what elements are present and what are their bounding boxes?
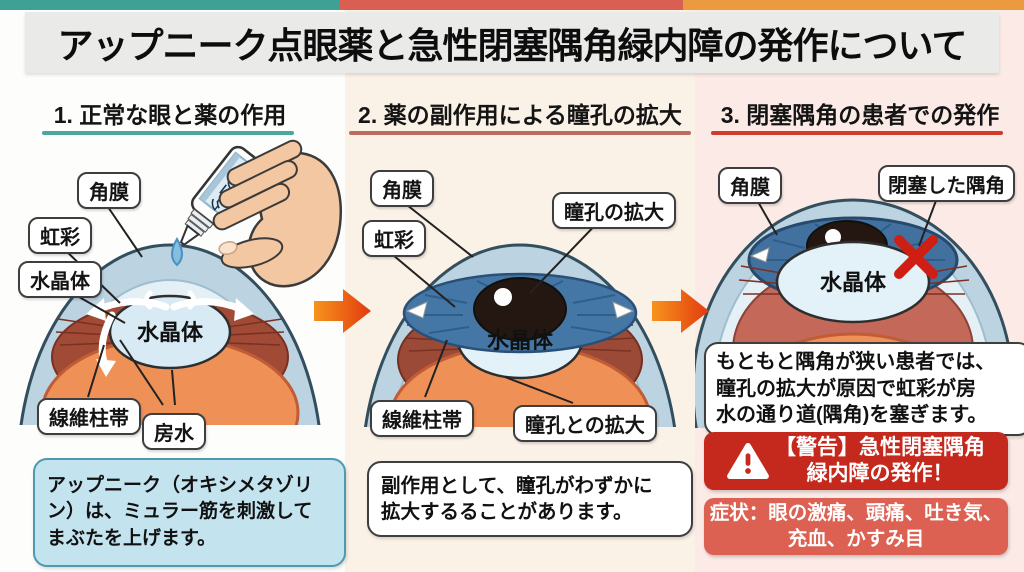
label-cornea-1: 角膜 — [77, 172, 141, 209]
leader-lines — [756, 197, 938, 247]
label-cornea-3-text: 角膜 — [730, 177, 770, 199]
page-title: アップニーク点眼薬と急性閉塞隅角緑内障の発作について — [57, 24, 968, 66]
pupil-highlight — [825, 229, 841, 245]
eye-drop-icon — [171, 237, 183, 267]
x-mark-icon — [894, 235, 938, 279]
warning-text: 【警告】急性閉塞隅角 緑内障の発作！ — [775, 435, 985, 486]
label-aqueous-1-text: 房水 — [154, 423, 194, 445]
note-3-line-1: もともと隅角が狭い患者では、 — [716, 351, 996, 374]
note-3-line-3: 水の通り道(隅角)を塞ぎます。 — [716, 404, 988, 427]
warning-line-2: 緑内障の発作！ — [806, 462, 954, 485]
panel-3-heading: 3. 閉塞隅角の患者での発作 — [720, 102, 1000, 128]
symptoms-box: 症状：眼の激痛、頭痛、吐き気、 充血、かすみ目 — [704, 498, 1008, 555]
symptoms-line-2: 充血、かすみ目 — [787, 527, 925, 550]
flow-arrowheads — [86, 298, 254, 377]
label-cornea-2: 角膜 — [370, 170, 434, 207]
eye-diagram-normal: 水晶体 アップニーク — [19, 139, 342, 425]
label-pupil-dilation-lower-2: 瞳孔との拡大 — [513, 405, 657, 442]
panel-2-heading: 2. 薬の副作用による瞳孔の拡大 — [358, 102, 682, 128]
label-aqueous-1: 房水 — [142, 413, 206, 450]
label-closed-angle-3-text: 閉塞した隅角 — [888, 175, 1006, 197]
label-cornea-3: 角膜 — [718, 167, 782, 204]
label-pupil-dilation-2: 瞳孔の拡大 — [552, 192, 676, 229]
label-pupil-dilation-lower-2-text: 瞳孔との拡大 — [525, 415, 645, 437]
label-trabecular-1: 線維柱帯 — [37, 398, 141, 435]
note-panel-2: 副作用として、瞳孔がわずかに 拡大するることがあります。 — [367, 461, 693, 537]
fingers-icon — [212, 139, 303, 269]
label-trabecular-2-text: 線維柱帯 — [382, 410, 462, 432]
label-cornea-2-text: 角膜 — [382, 180, 422, 202]
note-2-line-1: 副作用として、瞳孔がわずかに — [381, 474, 653, 497]
label-iris-2-text: 虹彩 — [374, 230, 414, 252]
label-cornea-1-text: 角膜 — [89, 182, 129, 204]
angle-wedges — [405, 301, 635, 319]
note-1-line-1: アップニーク（オキシメタゾリ — [47, 475, 314, 497]
lens-inner-label: 水晶体 — [137, 320, 204, 345]
lens-shape — [775, 240, 931, 324]
note-panel-3: もともと隅角が狭い患者では、 瞳孔の拡大が原因で虹彩が房 水の通り道(隅角)を塞… — [704, 342, 1024, 436]
note-1-line-2: ン）は、ミュラー筋を刺激して — [47, 501, 313, 523]
label-iris-1: 虹彩 — [28, 217, 92, 254]
lens-inner-label: 水晶体 — [820, 270, 887, 295]
warning-triangle-icon — [727, 442, 769, 480]
label-closed-angle-3: 閉塞した隅角 — [878, 165, 1016, 202]
eye-cross-section — [363, 243, 677, 427]
label-iris-2: 虹彩 — [362, 220, 426, 257]
label-iris-1-text: 虹彩 — [40, 227, 80, 249]
label-lens-1-text: 水晶体 — [30, 271, 90, 293]
label-trabecular-2: 線維柱帯 — [370, 400, 474, 437]
warning-box: 【警告】急性閉塞隅角 緑内障の発作！ — [704, 432, 1008, 490]
panel-1-heading-underline — [42, 131, 294, 135]
angle-wedges — [749, 247, 770, 263]
lens-inner-label: 水晶体 — [487, 328, 554, 353]
pupil-edge-hooks — [143, 290, 197, 310]
label-lens-1: 水晶体 — [18, 261, 102, 298]
label-trabecular-1-text: 線維柱帯 — [49, 408, 129, 430]
top-stripe-red — [340, 0, 683, 10]
eye-diagram-dilated: 水晶体 — [363, 204, 677, 427]
panel-1-heading: 1. 正常な眼と薬の作用 — [53, 102, 287, 128]
note-3-line-2: 瞳孔の拡大が原因で虹彩が房 — [716, 377, 976, 400]
pupil-highlight — [494, 288, 512, 306]
symptoms-line-1: 症状：眼の激痛、頭痛、吐き気、 — [709, 502, 1003, 525]
lens-shape — [108, 294, 232, 370]
panel-3-heading-underline — [711, 131, 1003, 135]
panel-2-heading-underline — [349, 131, 691, 135]
warning-line-1: 【警告】急性閉塞隅角 — [775, 436, 985, 460]
note-panel-1: アップニーク（オキシメタゾリ ン）は、ミュラー筋を刺激して まぶたを上げます。 — [33, 458, 346, 567]
eye-cross-section — [19, 243, 321, 425]
title-bar: アップニーク点眼薬と急性閉塞隅角緑内障の発作について — [25, 12, 999, 73]
flow-arrow-1-icon — [314, 289, 371, 333]
top-stripe-orange — [683, 0, 1024, 10]
leader-lines — [386, 204, 604, 404]
zonule-fibers — [55, 318, 285, 346]
label-pupil-dilation-2-text: 瞳孔の拡大 — [564, 202, 664, 224]
flow-arrow-2-icon — [652, 289, 709, 333]
note-1-line-3: まぶたを上げます。 — [47, 527, 217, 549]
top-stripe-teal — [0, 0, 340, 10]
note-2-line-2: 拡大するることがあります。 — [381, 501, 633, 523]
